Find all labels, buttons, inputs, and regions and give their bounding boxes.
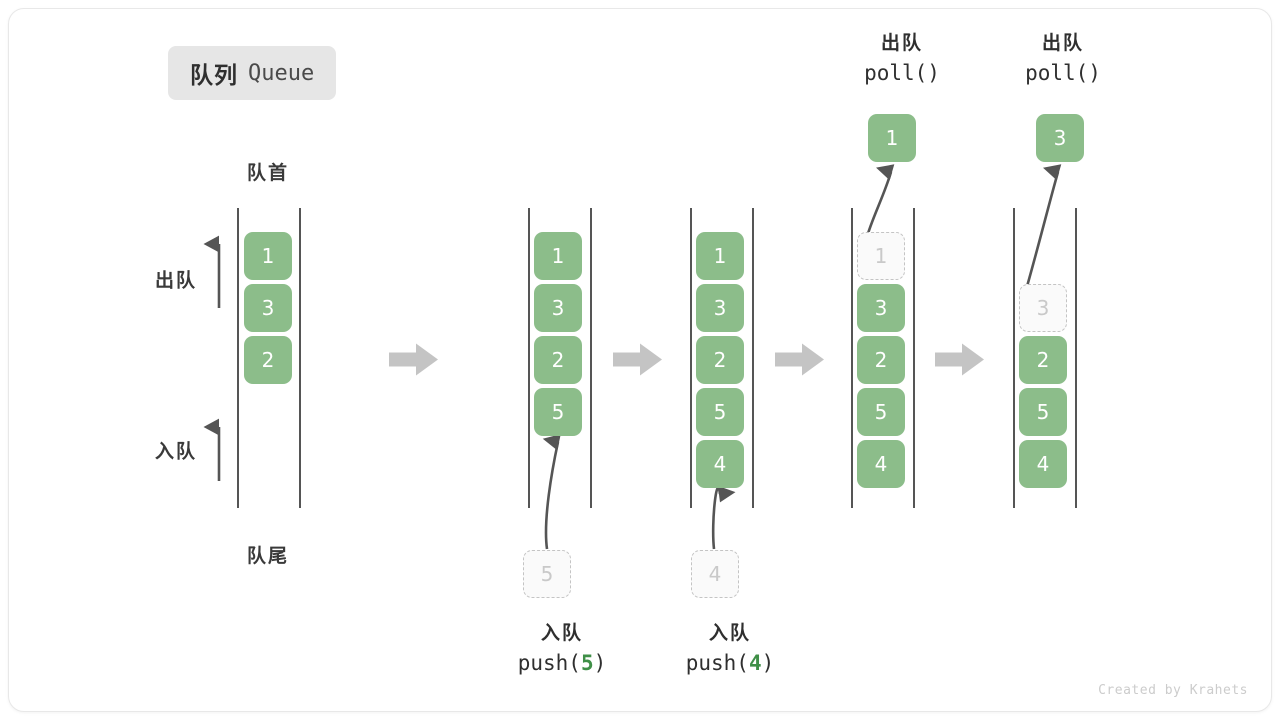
queue-cell: 1: [244, 232, 292, 280]
push-4-code-suffix: ): [761, 650, 775, 675]
diagram-title-cn: 队列: [190, 62, 238, 88]
poll-2-caption-code: poll(): [1025, 60, 1101, 85]
rail-left-col3: [690, 208, 692, 508]
push-4-caption-cn: 入队: [708, 623, 751, 644]
queue-cell: 3: [857, 284, 905, 332]
queue-tail-label: 队尾: [246, 546, 290, 567]
queue-cell: 2: [534, 336, 582, 384]
rail-left-col5: [1013, 208, 1015, 508]
queue-cell: 3: [534, 284, 582, 332]
poll-1-caption-cn: 出队: [880, 33, 924, 54]
enqueue-direction-label: 入队: [154, 441, 198, 463]
rail-left-col1: [237, 208, 239, 508]
flow-arrow: [613, 343, 663, 382]
queue-cell: 3: [244, 284, 292, 332]
rail-right-col3: [752, 208, 754, 508]
push-5-code-suffix: ): [593, 650, 607, 675]
queue-cell: 2: [696, 336, 744, 384]
push-4-code-arg: 4: [748, 650, 762, 675]
poll-2-caption-cn: 出队: [1041, 33, 1085, 54]
rail-left-col2: [528, 208, 530, 508]
queue-cell: 5: [534, 388, 582, 436]
queue-cell: 5: [696, 388, 744, 436]
poll-1-caption-code: poll(): [864, 60, 940, 85]
poll-2-caption: 出队 poll(): [1025, 30, 1101, 88]
queue-cell: 2: [1019, 336, 1067, 384]
diagram-title-badge: 队列 Queue: [168, 46, 337, 100]
flow-arrow: [775, 343, 825, 382]
incoming-element-ghost: 5: [523, 550, 571, 598]
polled-element: 1: [868, 114, 916, 162]
queue-cell: 1: [534, 232, 582, 280]
queue-cell: 3: [696, 284, 744, 332]
push-4-caption-code: push(4): [686, 648, 775, 678]
rail-right-col1: [299, 208, 301, 508]
rail-right-col5: [1075, 208, 1077, 508]
push-5-code-arg: 5: [580, 650, 594, 675]
queue-cell: 2: [857, 336, 905, 384]
push-5-code-prefix: push(: [517, 650, 581, 675]
rail-left-col4: [851, 208, 853, 508]
queue-cell: 5: [1019, 388, 1067, 436]
rail-right-col4: [913, 208, 915, 508]
push-5-caption: 入队 push(5): [518, 620, 607, 678]
queue-cell: 4: [696, 440, 744, 488]
rail-right-col2: [590, 208, 592, 508]
push-5-caption-cn: 入队: [540, 623, 583, 644]
queue-cell: 2: [244, 336, 292, 384]
queue-cell: 4: [857, 440, 905, 488]
outgoing-element-ghost: 1: [857, 232, 905, 280]
credit-text: Created by Krahets: [1098, 683, 1248, 698]
dequeue-direction-label: 出队: [154, 270, 198, 292]
push-4-caption: 入队 push(4): [686, 620, 775, 678]
flow-arrow: [389, 343, 439, 382]
diagram-title-en: Queue: [248, 60, 315, 86]
queue-cell: 4: [1019, 440, 1067, 488]
polled-element: 3: [1036, 114, 1084, 162]
queue-cell: 5: [857, 388, 905, 436]
poll-1-caption: 出队 poll(): [864, 30, 940, 88]
queue-cell: 1: [696, 232, 744, 280]
outgoing-element-ghost: 3: [1019, 284, 1067, 332]
flow-arrow: [935, 343, 985, 382]
push-4-code-prefix: push(: [685, 650, 749, 675]
push-5-caption-code: push(5): [518, 648, 607, 678]
queue-head-label: 队首: [246, 163, 290, 184]
incoming-element-ghost: 4: [691, 550, 739, 598]
